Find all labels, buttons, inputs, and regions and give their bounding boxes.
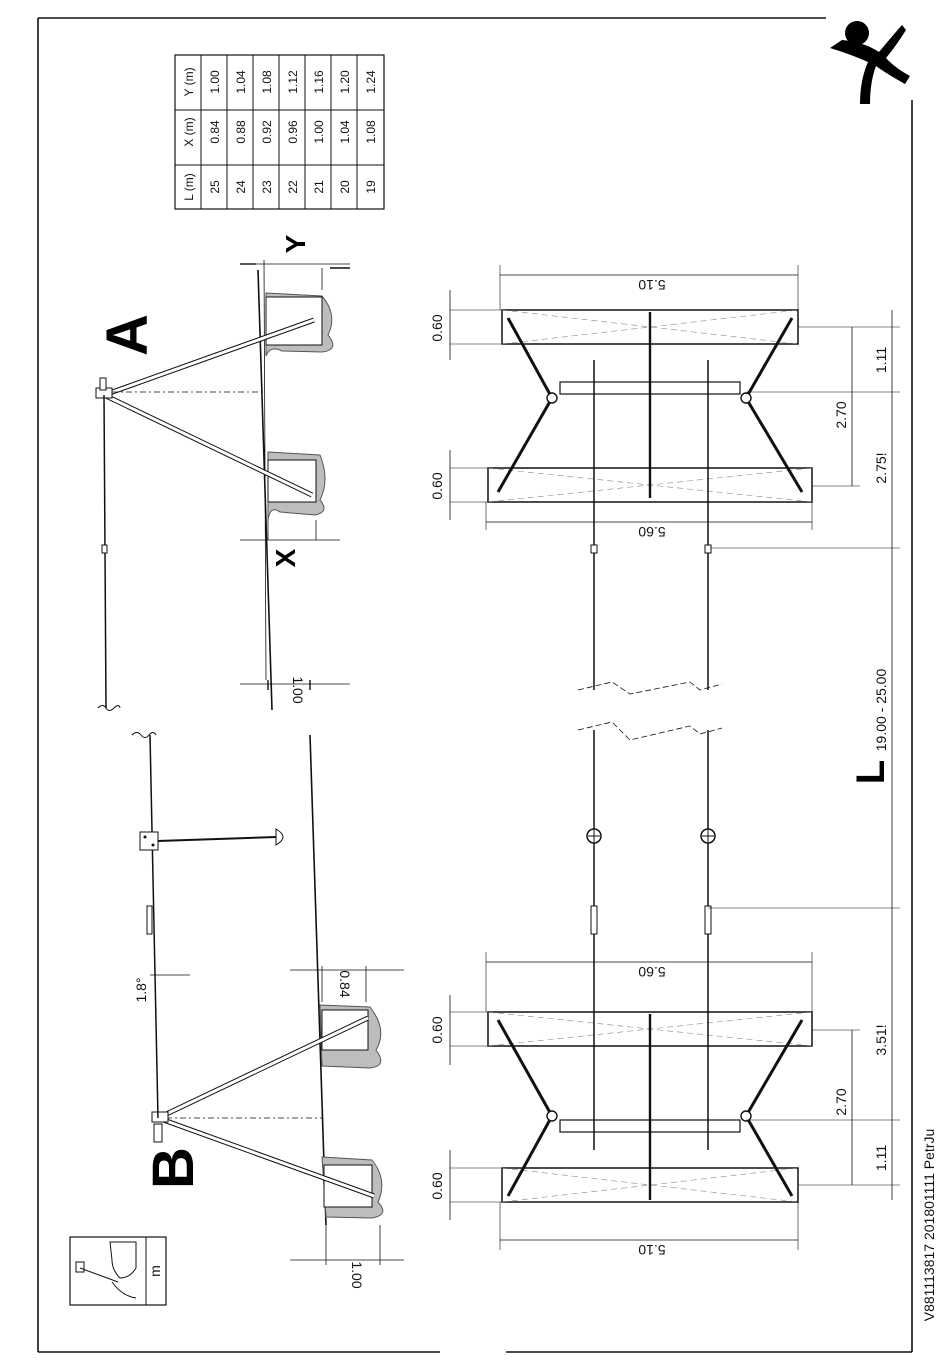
- detail-a-label: A: [95, 314, 160, 356]
- table-cell: 1.04: [338, 120, 352, 144]
- table-header-l: L (m): [182, 173, 196, 201]
- dim-gap-bottom-3-51: 3.51!: [873, 1024, 889, 1055]
- plan-middle-ropes: L 19.00 - 25.00: [578, 545, 900, 934]
- table-cell: 1.12: [286, 70, 300, 94]
- detail-a: A Y X 1.00: [95, 234, 350, 710]
- dim-gap-top-1-11: 1.11: [873, 347, 889, 373]
- plan-bottom: 5.60 5.10 0.60 0.60 3.51! 2.70 1.11: [429, 908, 900, 1258]
- brand-logo-icon: [830, 21, 910, 104]
- table-cell: 24: [234, 180, 248, 194]
- unit-label: m: [147, 1265, 163, 1277]
- plan-top: 5.10 5.60 0.60 0.60 1.11 2.70 2.75!: [429, 265, 900, 550]
- dim-gap-bottom-1-11: 1.11: [873, 1145, 889, 1171]
- unit-box: m: [70, 1237, 166, 1305]
- table-cell: 25: [208, 180, 222, 194]
- table-header-x: X (m): [182, 117, 196, 146]
- dimension-table: L (m) X (m) Y (m) 25 0.84 1.00 24 0.88 1…: [175, 55, 384, 209]
- table-cell: 1.08: [260, 70, 274, 94]
- table-cell: 21: [312, 180, 326, 194]
- table-cell: 0.88: [234, 120, 248, 144]
- document-code: V881113817 201801111 PetrJu: [921, 1129, 937, 1322]
- dim-x-label: X: [270, 548, 301, 567]
- table-header-y: Y (m): [182, 67, 196, 96]
- dim-beam-5-60-bottom: 5.60: [638, 964, 665, 980]
- dim-b-offset-bottom: 1.00: [349, 1261, 365, 1288]
- angle-label: 1.8°: [133, 977, 149, 1002]
- table-cell: 1.04: [234, 70, 248, 94]
- dim-beam-5-60-top: 5.60: [638, 524, 665, 540]
- dim-l-label: L: [849, 760, 893, 784]
- dim-l-range: 19.00 - 25.00: [873, 669, 889, 752]
- table-cell: 0.96: [286, 120, 300, 144]
- table-cell: 1.16: [312, 70, 326, 94]
- table-cell: 0.84: [208, 120, 222, 144]
- table-cell: 22: [286, 180, 300, 194]
- dim-gap-top-2-75: 2.75!: [873, 452, 889, 483]
- detail-b: 1.8° B 0.84 1.00: [132, 733, 404, 1289]
- table-cell: 1.08: [364, 120, 378, 144]
- dim-plan-bottom-1: 0.60: [429, 1016, 445, 1043]
- table-cell: 19: [364, 180, 378, 194]
- dim-y-label: Y: [280, 234, 311, 253]
- dim-plan-bottom-2: 0.60: [429, 1172, 445, 1199]
- table-cell: 1.00: [312, 120, 326, 144]
- table-cell: 23: [260, 180, 274, 194]
- dim-beam-5-10-bottom: 5.10: [638, 1242, 665, 1258]
- table-cell: 1.20: [338, 70, 352, 94]
- dim-beam-5-10-top: 5.10: [638, 277, 665, 293]
- dim-gap-top-2-70: 2.70: [833, 401, 849, 428]
- dim-gap-bottom-2-70: 2.70: [833, 1088, 849, 1115]
- table-cell: 1.00: [208, 70, 222, 94]
- table-cell: 0.92: [260, 120, 274, 144]
- table-cell: 20: [338, 180, 352, 194]
- detail-b-label: B: [141, 1147, 206, 1189]
- dim-plan-top-2: 0.60: [429, 472, 445, 499]
- table-cell: 1.24: [364, 70, 378, 94]
- dim-a-offset: 1.00: [290, 676, 306, 703]
- dim-plan-top-1: 0.60: [429, 314, 445, 341]
- dim-b-offset-top: 0.84: [337, 970, 353, 997]
